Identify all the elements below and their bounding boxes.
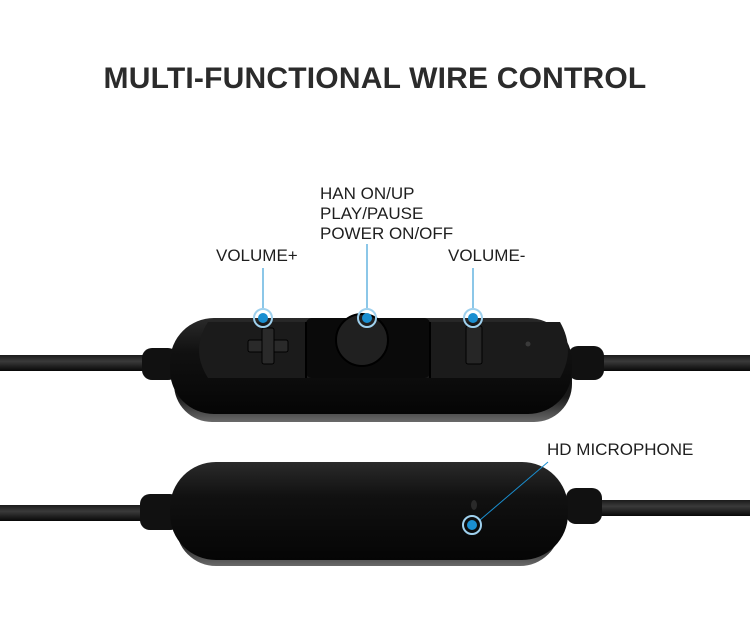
callout-volume-minus (463, 268, 483, 328)
multi-function-button-icon[interactable] (335, 313, 389, 367)
mic-body (170, 462, 568, 560)
multi-function-line-2: PLAY/PAUSE (320, 204, 424, 223)
wire-left-lower (0, 505, 160, 521)
strain-relief-left-upper (142, 348, 178, 380)
wire-left-upper (0, 355, 160, 371)
microphone-unit (0, 462, 750, 566)
page-title: MULTI-FUNCTIONAL WIRE CONTROL (103, 62, 647, 95)
multi-function-line-3: POWER ON/OFF (320, 224, 454, 243)
callout-multi-function (357, 244, 377, 328)
volume-minus-button-icon[interactable] (465, 325, 483, 365)
strain-relief-left-lower (140, 494, 180, 530)
multi-function-label: HAN ON/UP PLAY/PAUSE POWER ON/OFF (320, 184, 453, 244)
multi-function-line-1: HAN ON/UP (320, 184, 415, 203)
callout-volume-plus (253, 268, 273, 328)
microphone-label: HD MICROPHONE (547, 440, 694, 459)
volume-plus-button-icon[interactable] (247, 327, 289, 365)
strain-relief-right-lower (566, 488, 602, 524)
remote-control-unit (0, 313, 750, 422)
callout-microphone (462, 461, 549, 535)
strain-relief-right-upper (568, 346, 604, 380)
microphone-hole-icon (471, 500, 477, 510)
wire-right-lower (590, 500, 750, 516)
led-indicator-icon (525, 341, 531, 347)
wire-right-upper (590, 355, 750, 371)
volume-plus-label: VOLUME+ (216, 246, 298, 265)
volume-minus-label: VOLUME- (448, 246, 526, 265)
